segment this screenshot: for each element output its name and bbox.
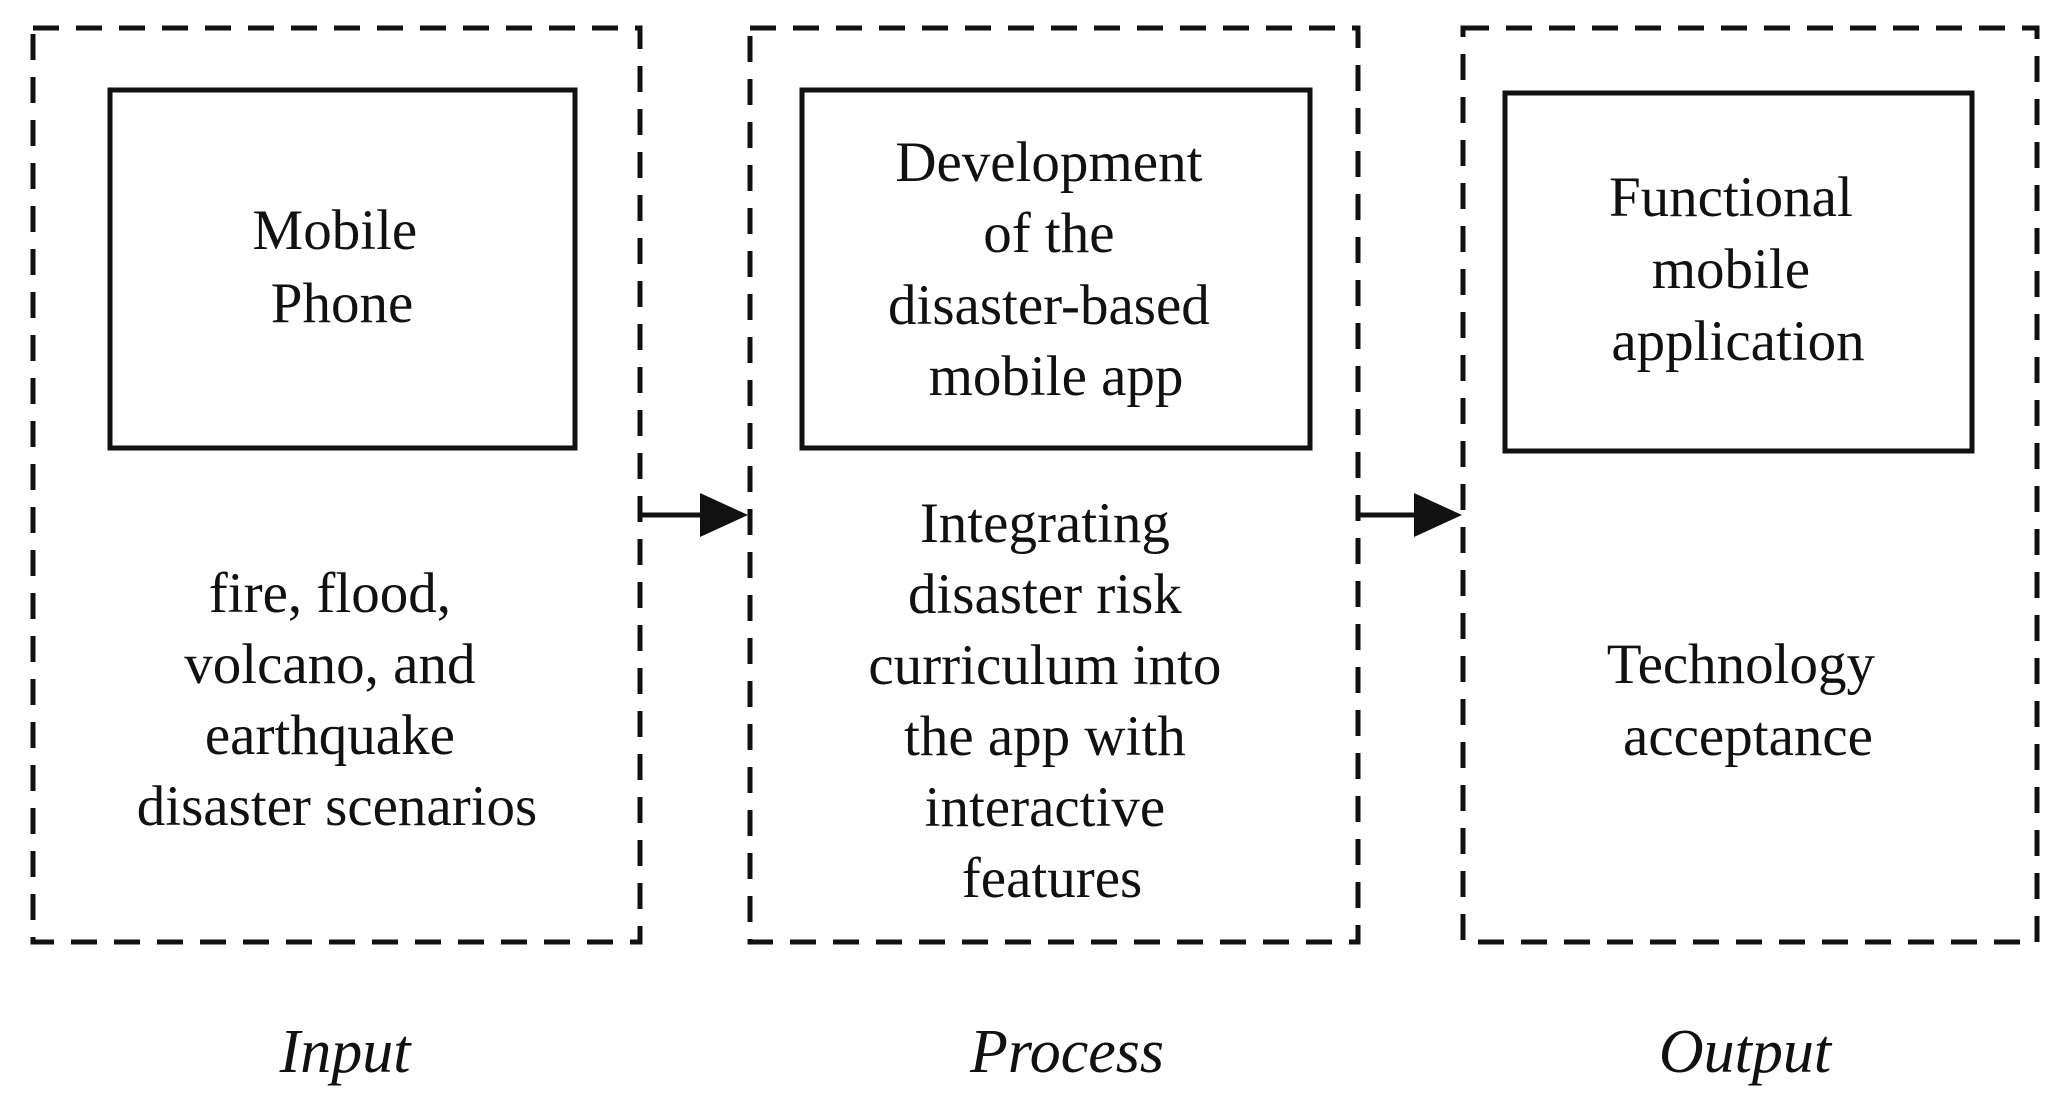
input-description: fire, flood, volcano, and earthquake dis… xyxy=(137,562,537,838)
process-desc-line: interactive xyxy=(925,776,1166,839)
process-desc-line: curriculum into xyxy=(868,634,1221,697)
process-box-line: of the xyxy=(983,202,1114,265)
process-box-text: Development of the disaster-based mobile… xyxy=(888,131,1224,408)
process-desc-line: features xyxy=(962,847,1142,910)
output-desc-line: acceptance xyxy=(1623,705,1873,768)
input-box xyxy=(107,87,578,451)
input-desc-line: disaster scenarios xyxy=(137,775,537,838)
output-box-line: Functional xyxy=(1609,166,1853,229)
process-desc-line: the app with xyxy=(904,705,1186,768)
input-desc-line: volcano, and xyxy=(184,633,475,696)
output-box xyxy=(1502,90,1975,454)
process-box-line: mobile app xyxy=(929,345,1184,408)
input-box-line: Phone xyxy=(271,272,414,335)
output-box-line: mobile xyxy=(1652,238,1810,301)
process-box-line: Development xyxy=(895,131,1202,194)
input-box-line: Mobile xyxy=(253,199,418,262)
process-description: Integrating disaster risk curriculum int… xyxy=(868,492,1235,910)
input-dashed-frame xyxy=(30,25,643,945)
arrow-head-icon xyxy=(1414,493,1462,537)
stage-label-input: Input xyxy=(279,1018,413,1086)
process-box xyxy=(799,87,1313,451)
stage-labels: Input Process Output xyxy=(279,1018,1833,1086)
process-dashed-frame xyxy=(747,25,1361,945)
output-box-text: Functional mobile application xyxy=(1609,166,1867,373)
input-desc-line: earthquake xyxy=(205,704,455,767)
output-column: Functional mobile application Technology… xyxy=(1460,25,2040,945)
process-column: Development of the disaster-based mobile… xyxy=(747,25,1361,945)
process-box-line: disaster-based xyxy=(888,274,1210,337)
arrow-head-icon xyxy=(700,493,748,537)
stage-label-process: Process xyxy=(969,1018,1164,1086)
output-box-line: application xyxy=(1611,310,1864,373)
output-dashed-frame xyxy=(1460,25,2040,945)
input-column: Mobile Phone fire, flood, volcano, and e… xyxy=(30,25,643,945)
output-desc-line: Technology xyxy=(1607,633,1876,696)
input-desc-line: fire, flood, xyxy=(209,562,451,625)
process-desc-line: Integrating xyxy=(920,492,1170,555)
arrow-input-to-process xyxy=(640,493,748,537)
input-box-text: Mobile Phone xyxy=(253,199,432,335)
arrow-process-to-output xyxy=(1358,493,1462,537)
output-description: Technology acceptance xyxy=(1607,633,1890,768)
stage-label-output: Output xyxy=(1659,1018,1833,1086)
process-desc-line: disaster risk xyxy=(908,563,1182,626)
